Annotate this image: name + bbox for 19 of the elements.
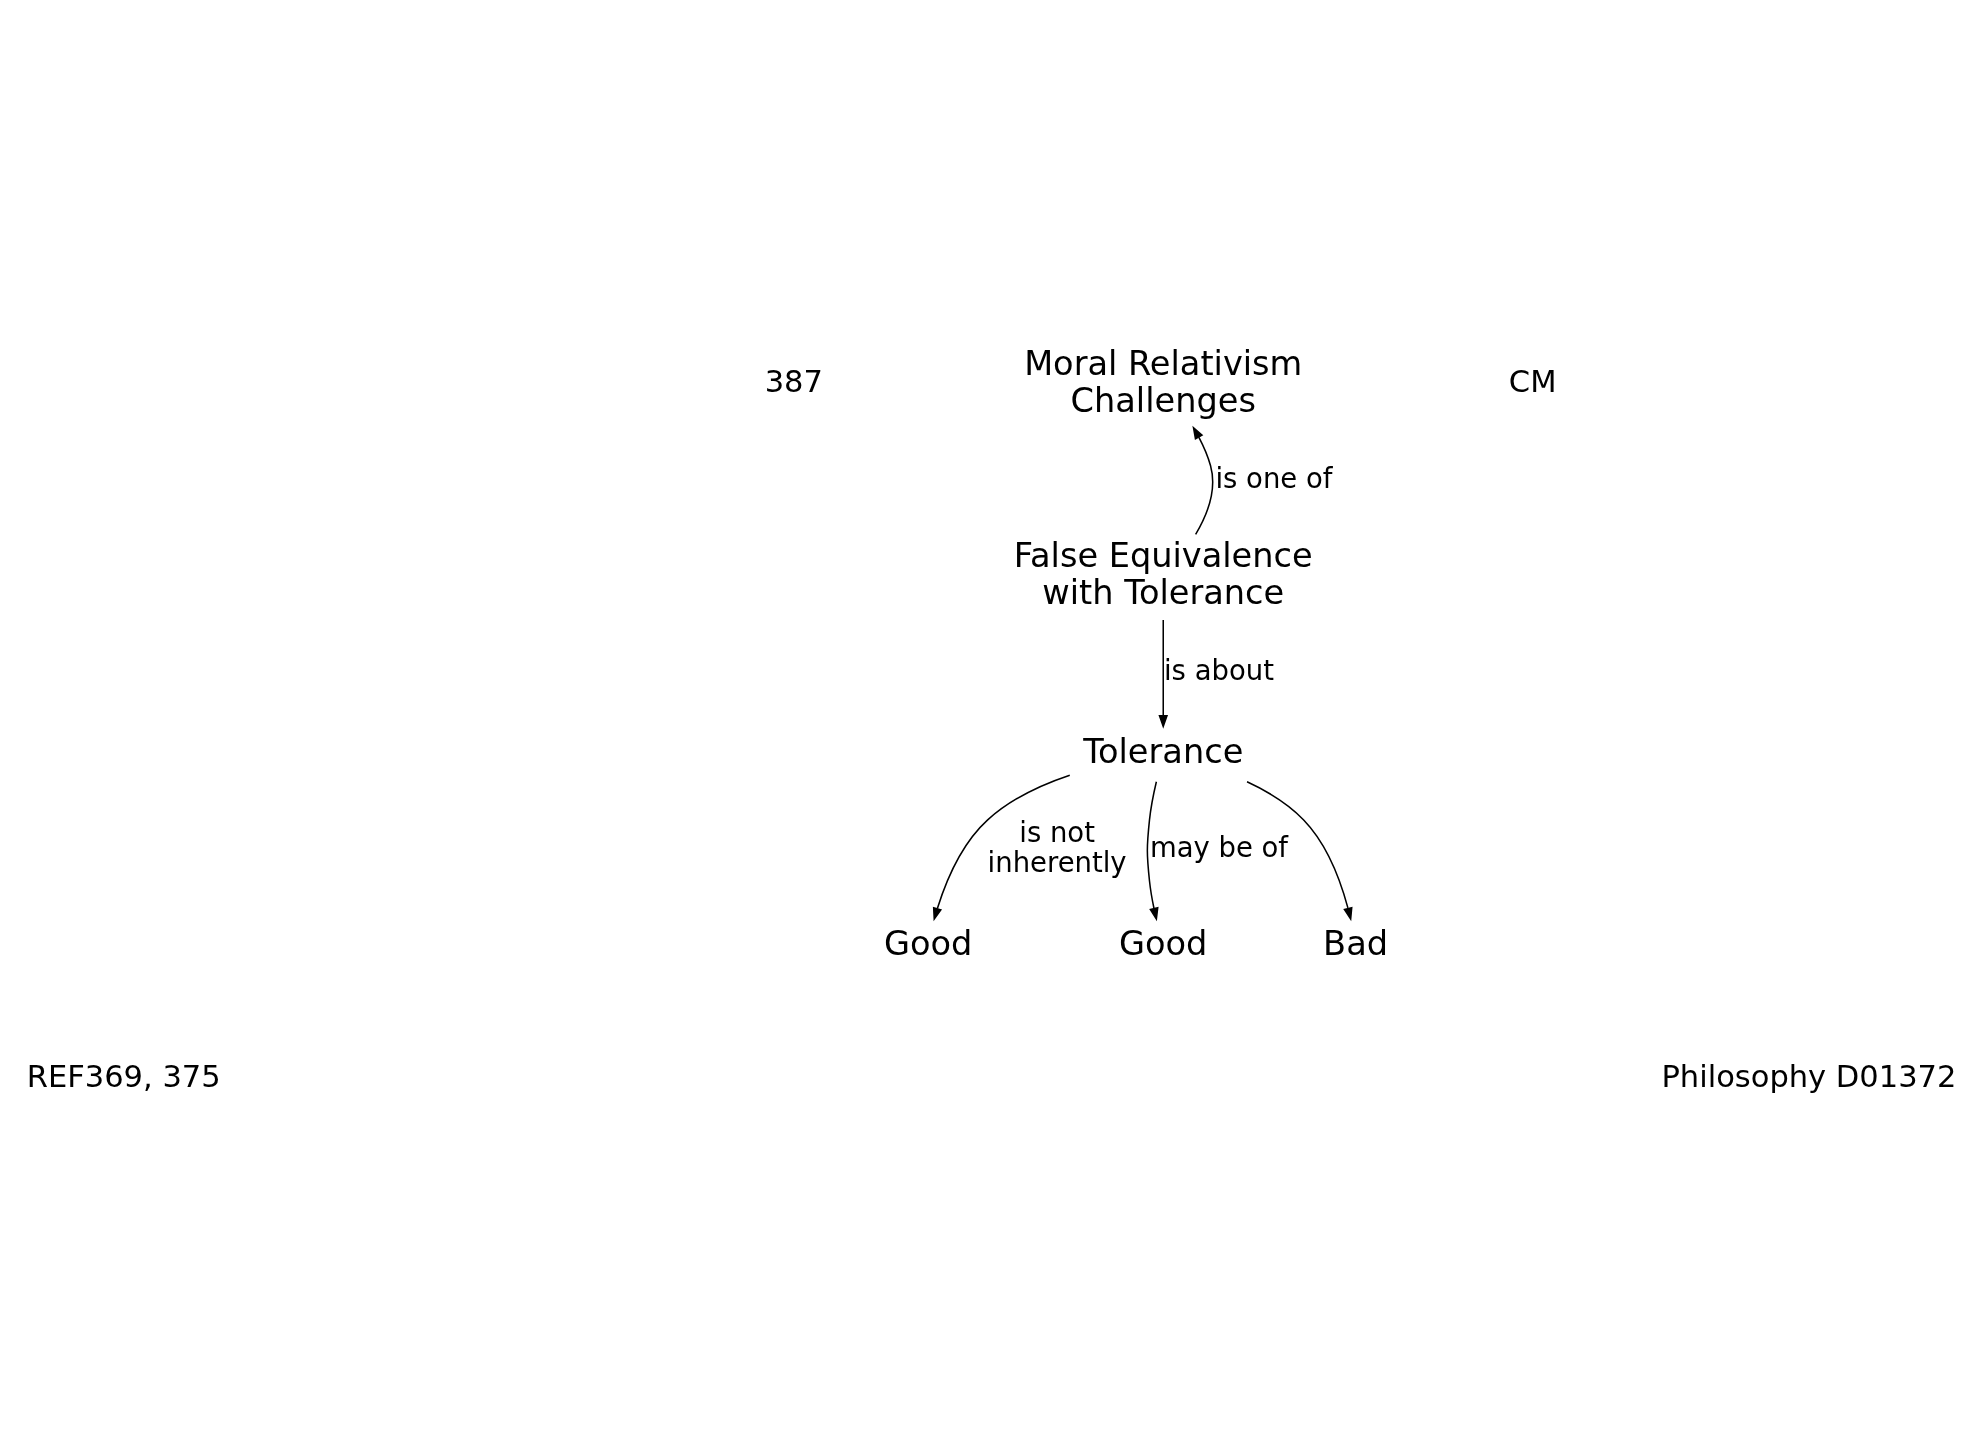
edge-label: is not inherently — [987, 816, 1127, 879]
edge-label: is about — [1163, 655, 1274, 687]
label: Philosophy D01372 — [1661, 1059, 1957, 1095]
node-text: False Equivalence with Tolerance — [1013, 536, 1313, 613]
arrow — [1246, 781, 1353, 922]
label: REF369, 375 — [26, 1059, 221, 1095]
edge-label: may be of — [1149, 832, 1289, 864]
node-text: Good — [1119, 924, 1208, 964]
arrow — [1158, 619, 1169, 729]
arrow — [932, 774, 1071, 922]
arrow — [1146, 781, 1159, 922]
node-text: Moral Relativism Challenges — [1024, 344, 1303, 420]
arrow — [1192, 425, 1214, 536]
label: 387 — [764, 364, 823, 400]
label: CM — [1508, 364, 1557, 400]
node-text: Good — [883, 924, 973, 964]
node-text: Tolerance — [1083, 731, 1244, 771]
node-text: Bad — [1323, 924, 1389, 964]
edge-label: is one of — [1215, 462, 1333, 494]
